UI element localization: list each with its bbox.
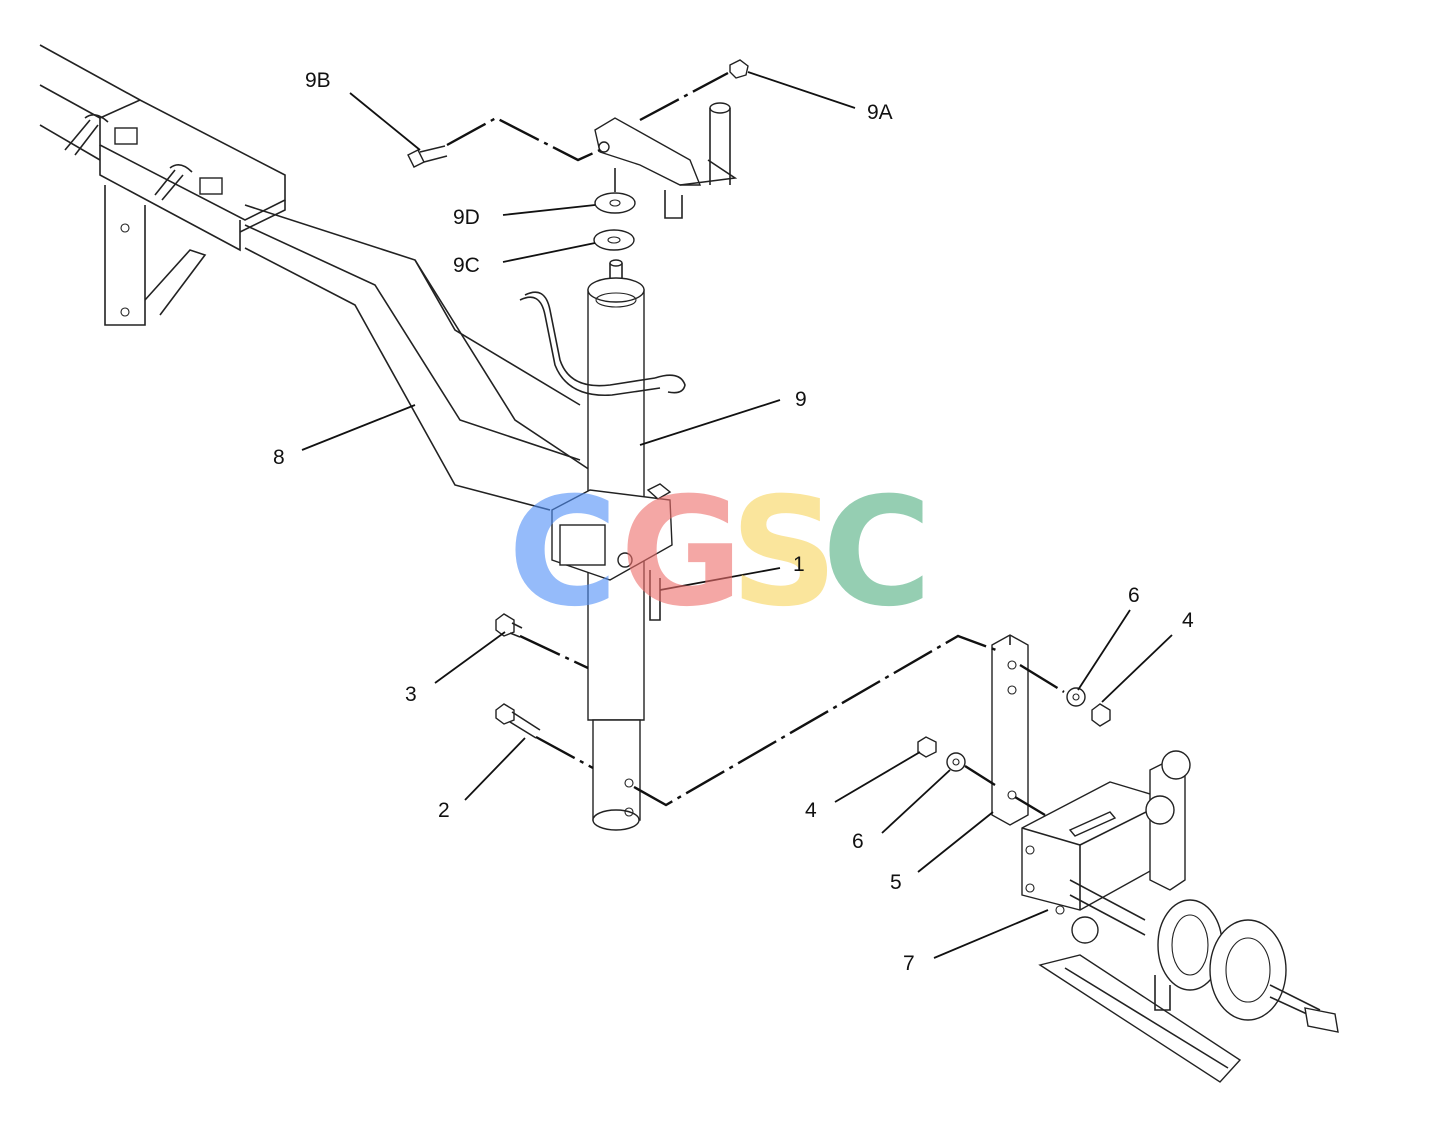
watermark-letter-3: S <box>730 466 838 640</box>
handle-assembly <box>407 59 749 251</box>
watermark-letter-2: G <box>620 466 743 640</box>
callout-4-top: 4 <box>1182 609 1194 632</box>
callout-5: 5 <box>890 871 902 894</box>
leader-lines <box>301 71 1173 959</box>
callout-6-top: 6 <box>1128 584 1140 607</box>
callout-6-bottom: 6 <box>852 830 864 853</box>
vertical-tube <box>519 259 686 831</box>
callout-8: 8 <box>273 446 285 469</box>
assembly-lines <box>446 71 1065 817</box>
frame-arm <box>39 44 591 511</box>
callout-9: 9 <box>795 388 807 411</box>
callout-7: 7 <box>903 952 915 975</box>
gearbox-assembly <box>1021 750 1339 1083</box>
callout-9a: 9A <box>867 101 893 124</box>
callout-9c: 9C <box>453 254 480 277</box>
callout-9b: 9B <box>305 69 331 92</box>
watermark-letter-4: C <box>822 466 932 640</box>
callout-4-bottom: 4 <box>805 799 817 822</box>
mounting-plate <box>917 634 1111 826</box>
watermark: C G S C <box>508 466 932 640</box>
callout-3: 3 <box>405 683 417 706</box>
callout-9d: 9D <box>453 206 480 229</box>
callout-2: 2 <box>438 799 450 822</box>
bolts-left <box>495 613 541 739</box>
watermark-letter-1: C <box>508 466 618 640</box>
callout-labels: 9B 9A 9D 9C 9 8 1 6 4 3 2 4 6 5 7 <box>273 69 1194 975</box>
callout-1: 1 <box>793 553 805 576</box>
